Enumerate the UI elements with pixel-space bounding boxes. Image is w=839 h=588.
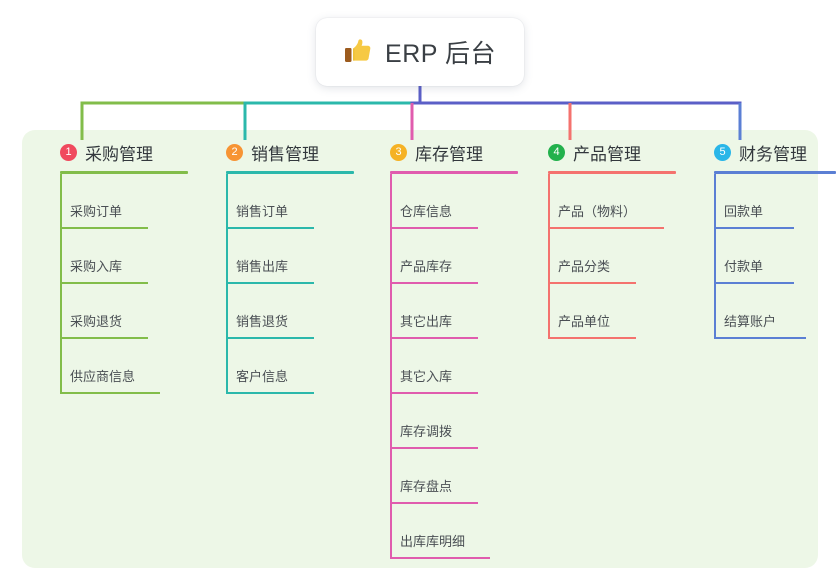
leaf-label: 销售出库 <box>236 259 289 274</box>
column-title: 销售管理 <box>251 144 319 164</box>
column-container: 1 采购管理采购订单采购入库采购退货供应商信息 2 销售管理销售订单销售出库销售退货客… <box>22 130 836 568</box>
leaf-rule <box>390 557 490 559</box>
leaf-rule <box>390 447 478 449</box>
leaf-rule <box>226 227 314 229</box>
leaf-rule <box>548 227 664 229</box>
column-title: 产品管理 <box>573 144 641 164</box>
leaf-item[interactable]: 产品分类 <box>530 229 641 284</box>
leaf-label: 库存盘点 <box>400 479 453 494</box>
column-header-1[interactable]: 1 采购管理 <box>42 130 188 174</box>
leaf-item[interactable]: 产品（物料） <box>530 174 664 229</box>
leaf-item[interactable]: 付款单 <box>696 229 807 284</box>
leaf-label: 产品（物料） <box>558 204 637 219</box>
leaf-rule <box>714 337 806 339</box>
leaf-label: 采购入库 <box>70 259 123 274</box>
column-header-rule <box>226 171 354 174</box>
leaf-item[interactable]: 库存调拨 <box>372 394 483 449</box>
leaf-rule <box>390 227 478 229</box>
diagram-panel <box>22 130 818 568</box>
column-header-rule <box>548 171 676 174</box>
leaf-rule <box>60 392 160 394</box>
column-badge-3: 3 <box>390 143 407 161</box>
leaf-label: 库存调拨 <box>400 424 453 439</box>
column-badge-1: 1 <box>60 143 77 161</box>
leaf-item[interactable]: 销售订单 <box>208 174 319 229</box>
leaf-item[interactable]: 供应商信息 <box>42 339 160 394</box>
leaf-item[interactable]: 出库库明细 <box>372 504 490 559</box>
leaf-item[interactable]: 销售退货 <box>208 284 319 339</box>
column-title: 采购管理 <box>85 144 153 164</box>
root-title: ERP 后台 <box>385 40 496 68</box>
leaf-label: 供应商信息 <box>70 369 136 384</box>
leaf-rule <box>60 282 148 284</box>
leaf-rule <box>390 502 478 504</box>
leaf-rule <box>390 337 478 339</box>
leaf-item[interactable]: 其它出库 <box>372 284 483 339</box>
column-5: 5 财务管理回款单付款单结算账户 <box>696 130 836 339</box>
leaf-label: 销售订单 <box>236 204 289 219</box>
leaf-item[interactable]: 采购退货 <box>42 284 153 339</box>
column-header-rule <box>390 171 518 174</box>
leaf-label: 采购订单 <box>70 204 123 219</box>
leaf-label: 产品库存 <box>400 259 453 274</box>
leaf-rule <box>390 282 478 284</box>
leaf-item[interactable]: 采购订单 <box>42 174 153 229</box>
column-spine <box>548 174 550 339</box>
column-header-rule <box>714 171 836 174</box>
leaf-rule <box>548 282 636 284</box>
leaf-label: 产品单位 <box>558 314 611 329</box>
leaf-label: 出库库明细 <box>400 534 466 549</box>
leaf-label: 回款单 <box>724 204 764 219</box>
leaf-label: 客户信息 <box>236 369 289 384</box>
column-header-3[interactable]: 3 库存管理 <box>372 130 518 174</box>
column-3: 3 库存管理仓库信息产品库存其它出库其它入库库存调拨库存盘点出库库明细 <box>372 130 518 559</box>
leaf-label: 产品分类 <box>558 259 611 274</box>
leaf-label: 结算账户 <box>724 314 777 329</box>
leaf-item[interactable]: 其它入库 <box>372 339 483 394</box>
leaf-label: 其它入库 <box>400 369 453 384</box>
thumbs-up-icon <box>344 38 374 66</box>
leaf-rule <box>714 282 794 284</box>
leaf-label: 采购退货 <box>70 314 123 329</box>
leaf-rule <box>714 227 794 229</box>
column-badge-2: 2 <box>226 143 243 161</box>
leaf-item[interactable]: 产品单位 <box>530 284 641 339</box>
column-4: 4 产品管理产品（物料） 产品分类产品单位 <box>530 130 676 339</box>
column-spine <box>714 174 716 339</box>
leaf-rule <box>226 282 314 284</box>
leaf-rule <box>60 337 148 339</box>
leaf-item[interactable]: 产品库存 <box>372 229 483 284</box>
column-badge-5: 5 <box>714 143 731 161</box>
column-header-4[interactable]: 4 产品管理 <box>530 130 676 174</box>
leaf-item[interactable]: 回款单 <box>696 174 807 229</box>
root-node[interactable]: ERP 后台 <box>316 18 524 86</box>
leaf-rule <box>226 392 314 394</box>
leaf-label: 销售退货 <box>236 314 289 329</box>
leaf-rule <box>548 337 636 339</box>
leaf-item[interactable]: 销售出库 <box>208 229 319 284</box>
leaf-label: 付款单 <box>724 259 764 274</box>
column-spine <box>226 174 228 394</box>
column-spine <box>390 174 392 559</box>
column-1: 1 采购管理采购订单采购入库采购退货供应商信息 <box>42 130 188 394</box>
leaf-item[interactable]: 仓库信息 <box>372 174 483 229</box>
leaf-label: 其它出库 <box>400 314 453 329</box>
column-spine <box>60 174 62 394</box>
leaf-rule <box>60 227 148 229</box>
leaf-item[interactable]: 客户信息 <box>208 339 319 394</box>
leaf-item[interactable]: 采购入库 <box>42 229 153 284</box>
leaf-rule <box>226 337 314 339</box>
column-header-rule <box>60 171 188 174</box>
leaf-item[interactable]: 结算账户 <box>696 284 807 339</box>
leaf-rule <box>390 392 478 394</box>
column-badge-4: 4 <box>548 143 565 161</box>
leaf-item[interactable]: 库存盘点 <box>372 449 483 504</box>
leaf-label: 仓库信息 <box>400 204 453 219</box>
column-header-5[interactable]: 5 财务管理 <box>696 130 836 174</box>
column-title: 库存管理 <box>415 144 483 164</box>
column-header-2[interactable]: 2 销售管理 <box>208 130 354 174</box>
column-title: 财务管理 <box>739 144 807 164</box>
column-2: 2 销售管理销售订单销售出库销售退货客户信息 <box>208 130 354 394</box>
